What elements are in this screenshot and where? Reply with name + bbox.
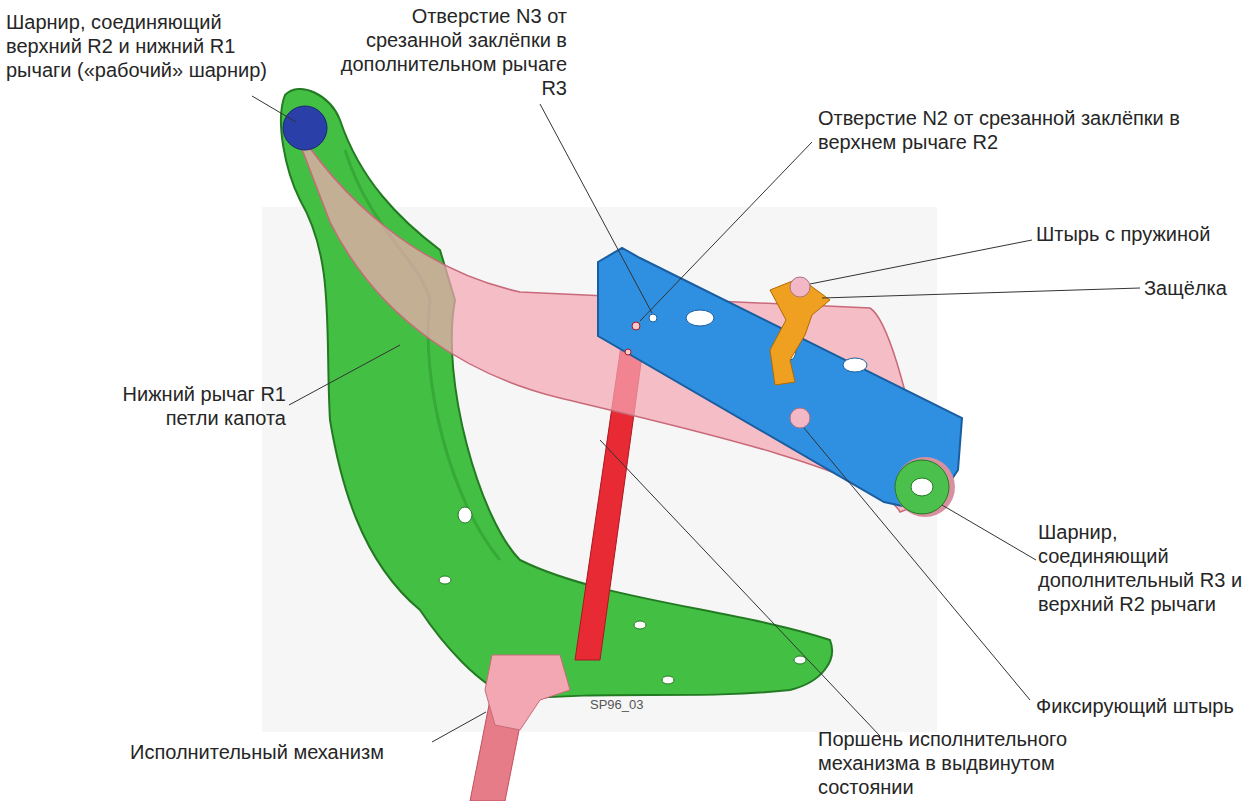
hole bbox=[625, 349, 631, 355]
leader-line bbox=[822, 288, 1140, 298]
callout-label: Поршень исполнительного механизма в выдв… bbox=[818, 727, 1148, 799]
callout-label: Защёлка bbox=[1144, 276, 1244, 300]
leader-line bbox=[432, 712, 486, 742]
leader-line bbox=[289, 345, 400, 405]
callout-label: Отверстие N3 от срезанной заклёпки в доп… bbox=[335, 4, 567, 100]
hole bbox=[686, 310, 714, 326]
hole-n3 bbox=[649, 314, 657, 322]
hole bbox=[634, 621, 646, 629]
working-joint bbox=[283, 106, 327, 150]
leader-line bbox=[540, 104, 652, 313]
leader-line bbox=[600, 440, 880, 736]
watermark: SP96_03 bbox=[590, 697, 680, 713]
joint-hole bbox=[911, 478, 933, 496]
hole bbox=[794, 656, 806, 664]
latch bbox=[770, 278, 830, 385]
actuator-collar bbox=[485, 655, 570, 730]
callout-label: Нижний рычаг R1 петли капота bbox=[110, 382, 286, 430]
hole bbox=[439, 576, 451, 584]
callout-label: Шарнир, соединяющий верхний R2 и нижний … bbox=[6, 10, 268, 82]
callout-label: Исполнительный механизм bbox=[130, 740, 450, 764]
hole bbox=[662, 676, 674, 684]
joint-r3-r2 bbox=[895, 460, 949, 514]
fixing-pin bbox=[790, 408, 810, 428]
callout-label: Фиксирующий штырь bbox=[1036, 694, 1244, 718]
hole-n2 bbox=[632, 322, 640, 330]
hole bbox=[458, 507, 472, 523]
leader-line bbox=[640, 142, 812, 321]
callout-label: Отверстие N2 от срезанной заклёпки в вер… bbox=[818, 106, 1218, 154]
leader-line bbox=[942, 505, 1036, 560]
callout-label: Шарнир, соединяющий дополнительный R3 и … bbox=[1038, 520, 1244, 616]
leader-lines bbox=[252, 96, 1140, 742]
callout-label: Штырь с пружиной bbox=[1036, 222, 1244, 246]
spring-pin bbox=[790, 277, 810, 297]
joint-ring-edge bbox=[895, 457, 955, 517]
leader-line bbox=[804, 428, 1030, 700]
leader-line bbox=[252, 96, 296, 122]
hole bbox=[843, 358, 867, 372]
leader-line bbox=[810, 240, 1032, 284]
